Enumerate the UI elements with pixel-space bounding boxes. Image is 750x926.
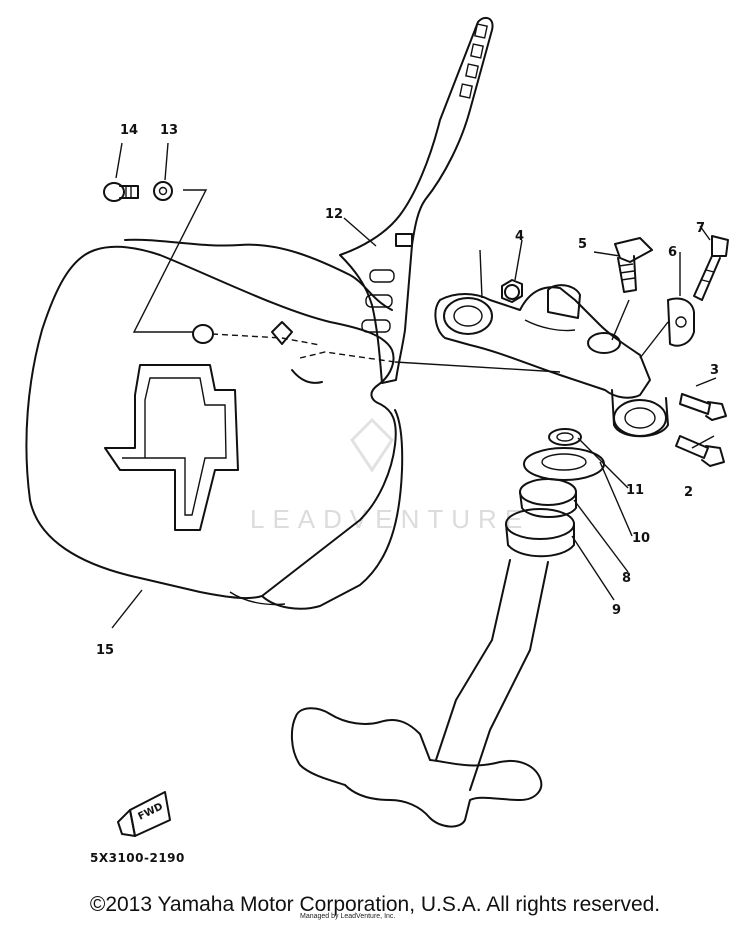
watermark-text: LEADVENTURE	[250, 504, 530, 534]
callout-6: 6	[668, 245, 677, 260]
callouts: 2 3 4 5 6 7 8 9 10 11 12 13 14 15	[96, 123, 719, 658]
nut-4	[501, 279, 523, 303]
callout-10: 10	[632, 531, 650, 546]
bolt-14	[103, 182, 139, 202]
fork-clamp-right	[613, 399, 667, 437]
locknut-11	[548, 428, 582, 446]
callout-7: 7	[696, 221, 705, 236]
callout-15: 15	[96, 643, 114, 658]
part-code: 5X3100-2190	[90, 851, 185, 865]
callout-4: 4	[515, 229, 524, 244]
number-plate: 1	[25, 238, 404, 610]
callout-9: 9	[612, 603, 621, 618]
callout-13: 13	[160, 123, 178, 138]
bolt-3	[679, 393, 727, 421]
callout-5: 5	[578, 237, 587, 252]
washer-13	[153, 181, 173, 201]
upper-bracket	[434, 249, 669, 438]
plate-bracket	[339, 16, 494, 384]
plate-slot	[271, 321, 293, 345]
credit-small: Managed by LeadVenture, Inc.	[300, 913, 395, 920]
callout-8: 8	[622, 571, 631, 586]
callout-3: 3	[710, 363, 719, 378]
callout-2: 2	[684, 485, 693, 500]
bolt-5	[611, 237, 653, 341]
bracket-slot	[395, 233, 413, 247]
bolt-7	[693, 235, 729, 301]
callout-11: 11	[626, 483, 644, 498]
watermark: LEADVENTURE	[250, 417, 530, 534]
fork-clamp-left	[443, 297, 493, 335]
callout-12: 12	[325, 207, 343, 222]
fwd-arrow-icon: FWD	[117, 791, 171, 837]
bolt-2	[675, 435, 725, 467]
bearing-9	[505, 508, 575, 558]
plate-number-graphic: 1	[104, 364, 239, 531]
bearing-race-8	[519, 478, 577, 518]
callout-14: 14	[120, 123, 138, 138]
leader-lines	[111, 217, 717, 629]
copyright-notice: ©2013 Yamaha Motor Corporation, U.S.A. A…	[89, 893, 661, 916]
clamp-6	[639, 297, 695, 359]
plate-mount-hole	[192, 324, 214, 344]
steering-stem	[290, 559, 549, 828]
stem-hole	[587, 332, 621, 354]
